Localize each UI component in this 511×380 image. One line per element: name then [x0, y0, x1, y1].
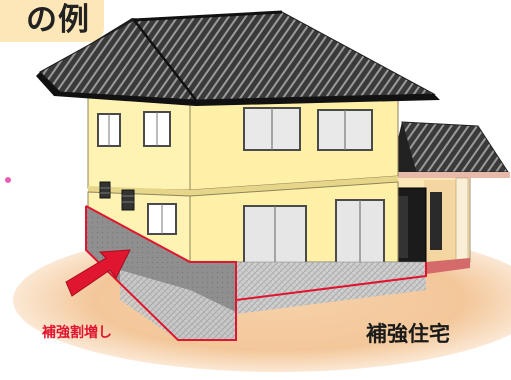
- pointer-dot: [5, 177, 11, 183]
- reinforcement-extension-label: 補強割増し: [42, 325, 112, 341]
- reinforced-house-label: 補強住宅: [366, 322, 450, 346]
- reinforcement-outline: [85, 206, 427, 341]
- section-title: の例: [26, 2, 90, 38]
- red-arrow-icon: [65, 249, 131, 297]
- section-title-badge: の例: [0, 0, 104, 42]
- annex: [388, 121, 510, 274]
- main-roof: [36, 10, 440, 106]
